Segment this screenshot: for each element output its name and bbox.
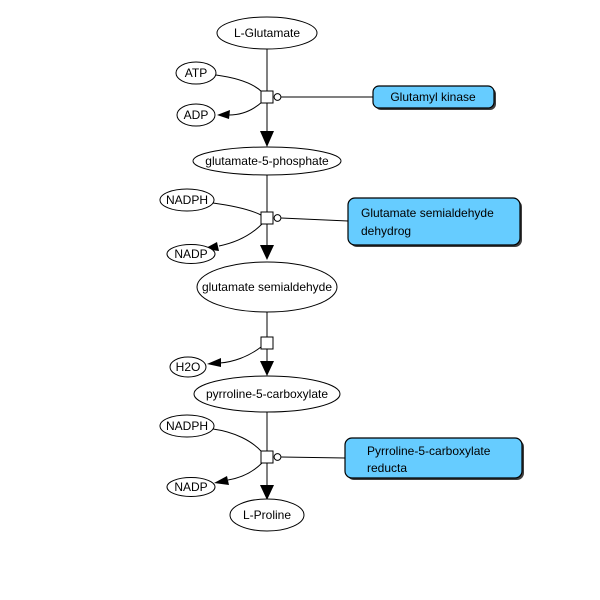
- metabolite-node-glutamate-semialdehyde[interactable]: glutamate semialdehyde: [196, 261, 338, 313]
- l-glutamate-label: L-Glutamate: [234, 26, 300, 40]
- arrowhead-lproline: [260, 485, 274, 500]
- h2o-ellipse: [169, 356, 207, 378]
- edge-nadph1-to-reaction2: [212, 202, 262, 216]
- reaction-node-1[interactable]: [260, 90, 282, 104]
- reaction-node-4[interactable]: [260, 450, 282, 464]
- glutamate-5-phosphate-ellipse: [192, 146, 342, 176]
- edge-reaction4-to-p5cr-enzyme: [280, 456, 346, 459]
- edge-reaction1-to-adp: [228, 101, 263, 116]
- arrowhead-gsa: [260, 245, 274, 260]
- reaction-node-2[interactable]: [260, 211, 282, 225]
- edge-nadph2-to-reaction4: [212, 428, 263, 453]
- p5cr-box: [344, 437, 523, 479]
- nadph-2-ellipse: [159, 414, 215, 438]
- arrowhead-nadp2: [214, 476, 229, 485]
- nadph-1-ellipse: [159, 188, 215, 212]
- edge-reaction2-to-gsd-enzyme: [280, 217, 349, 222]
- adp-label: ADP: [184, 108, 209, 122]
- glutamate-5-phosphate-label: glutamate-5-phosphate: [205, 154, 329, 168]
- cofactor-node-nadp-1[interactable]: NADP: [166, 244, 216, 264]
- glutamate-semialdehyde-label: glutamate semialdehyde: [202, 280, 332, 294]
- metabolite-node-l-glutamate[interactable]: L-Glutamate: [216, 16, 318, 50]
- enzyme-node-pyrroline-5-carboxylate-reducta[interactable]: Pyrroline-5-carboxylate reducta: [344, 437, 524, 480]
- arrowhead-adp: [217, 110, 230, 119]
- edge-reaction3-to-h2o: [219, 346, 262, 364]
- enzyme-port-4: [273, 453, 282, 461]
- arrowhead-h2o: [207, 358, 221, 367]
- atp-ellipse: [175, 61, 217, 85]
- cofactor-node-h2o[interactable]: H2O: [169, 356, 207, 378]
- pyrroline-5-carboxylate-ellipse: [193, 375, 341, 413]
- edge-atp-to-reaction1: [215, 74, 263, 93]
- arrowhead-p5c: [260, 361, 274, 376]
- h2o-label: H2O: [176, 360, 201, 374]
- enzyme-node-glutamyl-kinase[interactable]: Glutamyl kinase: [372, 85, 496, 110]
- nadp-1-label: NADP: [174, 247, 207, 261]
- cofactor-node-nadph-2[interactable]: NADPH: [159, 414, 215, 438]
- cofactor-node-adp[interactable]: ADP: [176, 103, 216, 127]
- cofactor-node-nadp-2[interactable]: NADP: [166, 477, 216, 497]
- metabolite-node-l-proline[interactable]: L-Proline: [229, 498, 305, 532]
- enzyme-port-1: [273, 93, 282, 101]
- glutamyl-kinase-box: [372, 85, 495, 109]
- nadp-1-ellipse: [166, 244, 216, 264]
- arrowhead-g5p: [260, 131, 274, 147]
- l-glutamate-ellipse: [216, 16, 318, 50]
- reaction-square-2: [260, 211, 274, 225]
- reaction-square-3: [260, 336, 274, 350]
- gsd-label-line1: Glutamate semialdehyde: [361, 206, 494, 220]
- nadph-1-label: NADPH: [166, 193, 208, 207]
- gsd-box: [347, 197, 521, 246]
- metabolite-node-pyrroline-5-carboxylate[interactable]: pyrroline-5-carboxylate: [193, 375, 341, 413]
- edge-reaction2-to-nadp1: [218, 223, 263, 247]
- reaction-square-1: [260, 90, 274, 104]
- nadp-2-label: NADP: [174, 480, 207, 494]
- gsd-label-line2: dehydrog: [361, 224, 411, 238]
- l-proline-ellipse: [229, 498, 305, 532]
- adp-ellipse: [176, 103, 216, 127]
- edges: [204, 49, 373, 500]
- p5cr-label-line2: reducta: [367, 461, 407, 475]
- enzyme-port-2: [273, 214, 282, 222]
- glutamyl-kinase-label: Glutamyl kinase: [390, 90, 476, 104]
- nadph-2-label: NADPH: [166, 419, 208, 433]
- metabolite-node-glutamate-5-phosphate[interactable]: glutamate-5-phosphate: [192, 146, 342, 176]
- pyrroline-5-carboxylate-label: pyrroline-5-carboxylate: [206, 387, 328, 401]
- reaction-node-3[interactable]: [260, 336, 274, 350]
- nadp-2-ellipse: [166, 477, 216, 497]
- l-proline-label: L-Proline: [243, 508, 291, 522]
- glutamate-semialdehyde-ellipse: [196, 261, 338, 313]
- atp-label: ATP: [185, 66, 207, 80]
- reaction-square-4: [260, 450, 274, 464]
- p5cr-label-line1: Pyrroline-5-carboxylate: [367, 444, 491, 458]
- cofactor-node-nadph-1[interactable]: NADPH: [159, 188, 215, 212]
- cofactor-node-atp[interactable]: ATP: [175, 61, 217, 85]
- enzyme-node-glutamate-semialdehyde-dehydrog[interactable]: Glutamate semialdehyde dehydrog: [347, 197, 522, 247]
- edge-reaction4-to-nadp2: [227, 462, 263, 481]
